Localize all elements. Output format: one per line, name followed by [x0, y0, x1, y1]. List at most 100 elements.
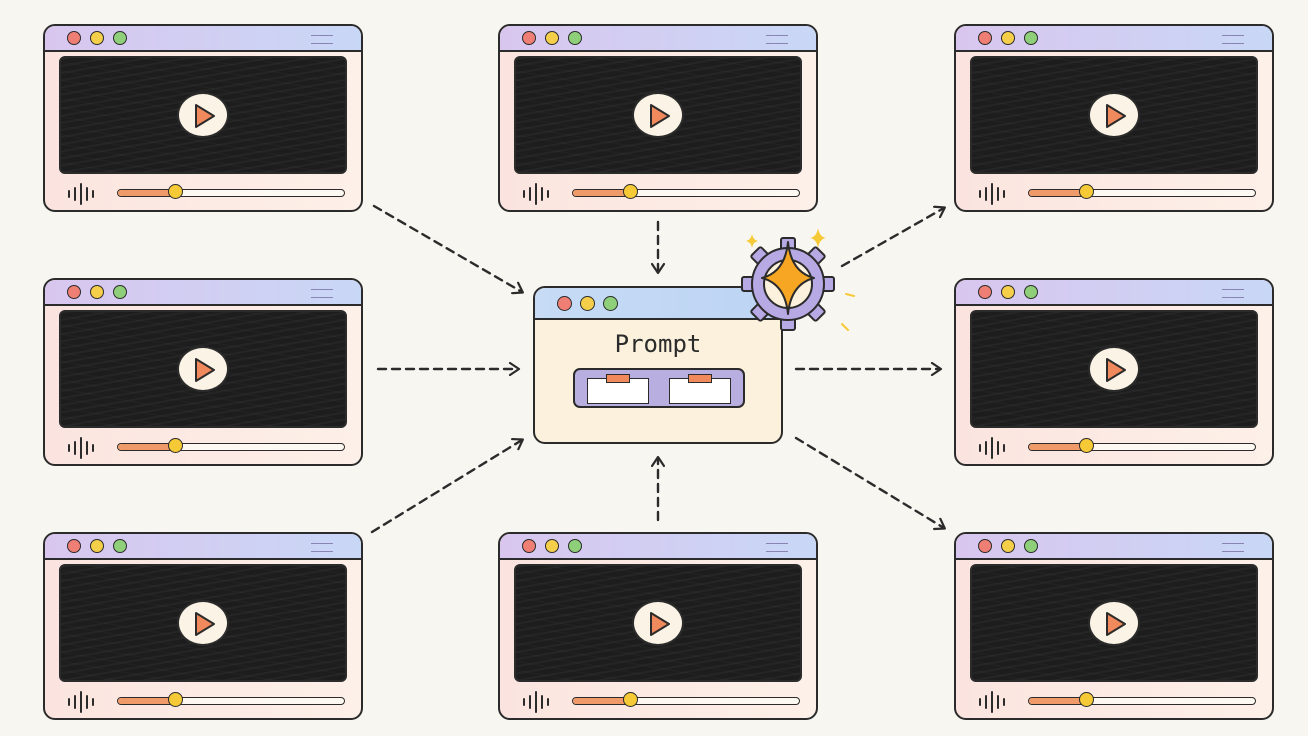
video-window-input: [498, 24, 818, 212]
maximize-dot-icon[interactable]: [568, 539, 582, 553]
close-dot-icon: [557, 296, 572, 311]
progress-bar[interactable]: [572, 184, 800, 199]
prompt-slots: [573, 368, 745, 408]
minimize-dot-icon[interactable]: [90, 285, 104, 299]
progress-knob[interactable]: [622, 692, 638, 707]
menu-lines-icon: [311, 289, 333, 298]
maximize-dot-icon[interactable]: [1024, 31, 1038, 45]
maximize-dot-icon[interactable]: [113, 539, 127, 553]
maximize-dot-icon[interactable]: [1024, 285, 1038, 299]
maximize-dot-icon[interactable]: [113, 285, 127, 299]
play-icon: [1106, 104, 1126, 128]
close-dot-icon[interactable]: [522, 539, 536, 553]
close-dot-icon[interactable]: [67, 539, 81, 553]
title-bar: [956, 26, 1272, 52]
play-button[interactable]: [632, 92, 684, 138]
play-icon: [195, 358, 215, 382]
progress-bar[interactable]: [117, 438, 345, 453]
progress-bar[interactable]: [1028, 692, 1256, 707]
volume-icon[interactable]: [978, 436, 1018, 460]
close-dot-icon[interactable]: [978, 31, 992, 45]
video-screen[interactable]: [59, 564, 347, 682]
close-dot-icon[interactable]: [67, 285, 81, 299]
play-button[interactable]: [1088, 92, 1140, 138]
play-icon: [650, 612, 670, 636]
play-icon: [195, 612, 215, 636]
minimize-dot-icon[interactable]: [1001, 539, 1015, 553]
play-button[interactable]: [177, 600, 229, 646]
video-screen[interactable]: [970, 564, 1258, 682]
prompt-label: Prompt: [614, 330, 702, 358]
volume-icon[interactable]: [978, 182, 1018, 206]
menu-lines-icon: [311, 543, 333, 552]
menu-lines-icon: [766, 35, 788, 44]
video-screen[interactable]: [59, 310, 347, 428]
playback-controls: [522, 182, 802, 206]
progress-knob[interactable]: [167, 692, 183, 707]
playback-controls: [522, 690, 802, 714]
volume-icon[interactable]: [67, 182, 107, 206]
play-icon: [650, 104, 670, 128]
close-dot-icon[interactable]: [978, 285, 992, 299]
progress-bar[interactable]: [1028, 184, 1256, 199]
video-screen[interactable]: [514, 56, 802, 174]
close-dot-icon[interactable]: [67, 31, 81, 45]
minimize-dot-icon[interactable]: [545, 539, 559, 553]
maximize-dot-icon[interactable]: [1024, 539, 1038, 553]
minimize-dot-icon[interactable]: [90, 539, 104, 553]
maximize-dot-icon[interactable]: [113, 31, 127, 45]
progress-fill: [573, 698, 630, 704]
video-screen[interactable]: [970, 56, 1258, 174]
progress-knob[interactable]: [1078, 184, 1094, 199]
play-button[interactable]: [177, 346, 229, 392]
volume-icon[interactable]: [67, 690, 107, 714]
play-button[interactable]: [632, 600, 684, 646]
video-window-input: [43, 278, 363, 466]
play-button[interactable]: [177, 92, 229, 138]
progress-bar[interactable]: [117, 184, 345, 199]
video-screen[interactable]: [59, 56, 347, 174]
volume-icon[interactable]: [522, 182, 562, 206]
progress-knob[interactable]: [167, 438, 183, 453]
minimize-dot-icon[interactable]: [545, 31, 559, 45]
progress-fill: [573, 190, 630, 196]
playback-controls: [978, 690, 1258, 714]
video-screen[interactable]: [970, 310, 1258, 428]
prompt-slot: [669, 374, 731, 404]
play-button[interactable]: [1088, 346, 1140, 392]
title-bar: [956, 280, 1272, 306]
minimize-dot-icon[interactable]: [90, 31, 104, 45]
title-bar: [500, 26, 816, 52]
volume-icon[interactable]: [978, 690, 1018, 714]
progress-fill: [118, 444, 175, 450]
video-screen[interactable]: [514, 564, 802, 682]
minimize-dot-icon[interactable]: [1001, 285, 1015, 299]
menu-lines-icon: [1222, 35, 1244, 44]
menu-lines-icon: [766, 543, 788, 552]
progress-bar[interactable]: [572, 692, 800, 707]
play-icon: [1106, 358, 1126, 382]
video-window-input: [43, 532, 363, 720]
maximize-dot-icon[interactable]: [568, 31, 582, 45]
sparkle-icon: [761, 241, 815, 315]
minimize-dot-icon[interactable]: [1001, 31, 1015, 45]
progress-bar[interactable]: [117, 692, 345, 707]
menu-lines-icon: [311, 35, 333, 44]
volume-icon[interactable]: [67, 436, 107, 460]
progress-bar[interactable]: [1028, 438, 1256, 453]
progress-knob[interactable]: [1078, 438, 1094, 453]
close-dot-icon[interactable]: [978, 539, 992, 553]
progress-knob[interactable]: [622, 184, 638, 199]
play-button[interactable]: [1088, 600, 1140, 646]
slot-tab: [688, 374, 712, 383]
volume-icon[interactable]: [522, 690, 562, 714]
arrow-out-top-right: [840, 208, 944, 268]
menu-lines-icon: [1222, 543, 1244, 552]
progress-fill: [1029, 190, 1086, 196]
progress-knob[interactable]: [167, 184, 183, 199]
play-icon: [195, 104, 215, 128]
progress-knob[interactable]: [1078, 692, 1094, 707]
close-dot-icon[interactable]: [522, 31, 536, 45]
playback-controls: [978, 182, 1258, 206]
small-sparkle-icon: [810, 228, 826, 248]
